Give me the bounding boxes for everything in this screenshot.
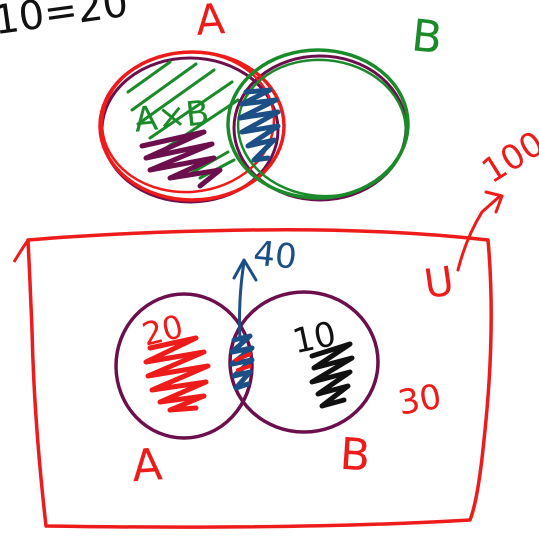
top-set-b-circle-green <box>226 48 410 200</box>
top-set-b-label: B <box>409 10 444 64</box>
top-venn-diagram: 10=20 A B A×B <box>0 0 445 204</box>
universe-rectangle <box>26 227 493 529</box>
bottom-intersection-scribble <box>229 333 255 391</box>
bottom-set-a-label: A <box>130 439 164 492</box>
universe-label: U <box>421 258 456 308</box>
universe-total: 100 <box>475 123 539 191</box>
bottom-set-b-label: B <box>338 429 372 482</box>
top-intersection-scribble <box>237 87 281 163</box>
intersection-arrow-head <box>232 258 258 282</box>
universe-arrow <box>456 194 502 272</box>
top-a-purple-scribble <box>139 129 223 189</box>
universe-arrow-head <box>484 190 504 214</box>
top-set-b-circle-green-second <box>236 58 408 198</box>
intersection-arrow <box>238 260 246 342</box>
bottom-set-b-circle <box>228 290 380 434</box>
equation-fragment: 10=20 <box>0 0 131 44</box>
intersection-value: 40 <box>251 233 298 277</box>
bottom-a-only-scribble <box>143 335 211 413</box>
universe-rectangle-corner-tick <box>12 239 30 263</box>
bottom-b-only-scribble <box>309 341 355 409</box>
top-set-a-label: A <box>194 0 226 45</box>
outside-value: 30 <box>395 377 445 424</box>
